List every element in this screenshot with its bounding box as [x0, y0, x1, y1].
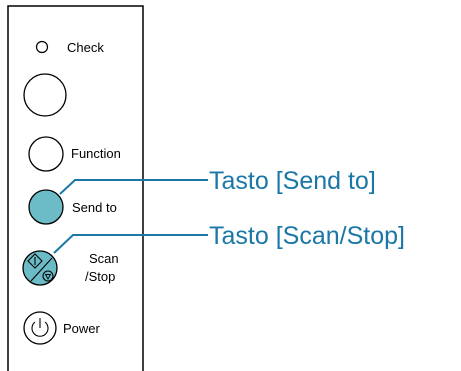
- blank-button[interactable]: [23, 73, 67, 117]
- function-label: Function: [71, 146, 121, 161]
- send-to-callout-line: [59, 179, 208, 195]
- send-to-label: Send to: [72, 200, 117, 215]
- send-to-callout-label: Tasto [Send to]: [209, 167, 376, 195]
- scan-label-line1: Scan: [89, 251, 119, 266]
- power-label: Power: [63, 321, 101, 336]
- scan-stop-button[interactable]: [22, 250, 58, 286]
- power-button[interactable]: [23, 311, 57, 345]
- panel-frame: [7, 5, 144, 371]
- send-to-button[interactable]: [28, 189, 64, 225]
- scan-stop-callout-label: Tasto [Scan/Stop]: [209, 222, 405, 250]
- scan-stop-icon: [27, 253, 54, 282]
- scan-label-line2: /Stop: [85, 269, 115, 284]
- power-icon: [31, 318, 49, 337]
- check-indicator-icon: [35, 40, 49, 54]
- scan-stop-callout-line: [53, 234, 208, 254]
- check-label: Check: [67, 40, 104, 55]
- function-button[interactable]: [28, 136, 64, 172]
